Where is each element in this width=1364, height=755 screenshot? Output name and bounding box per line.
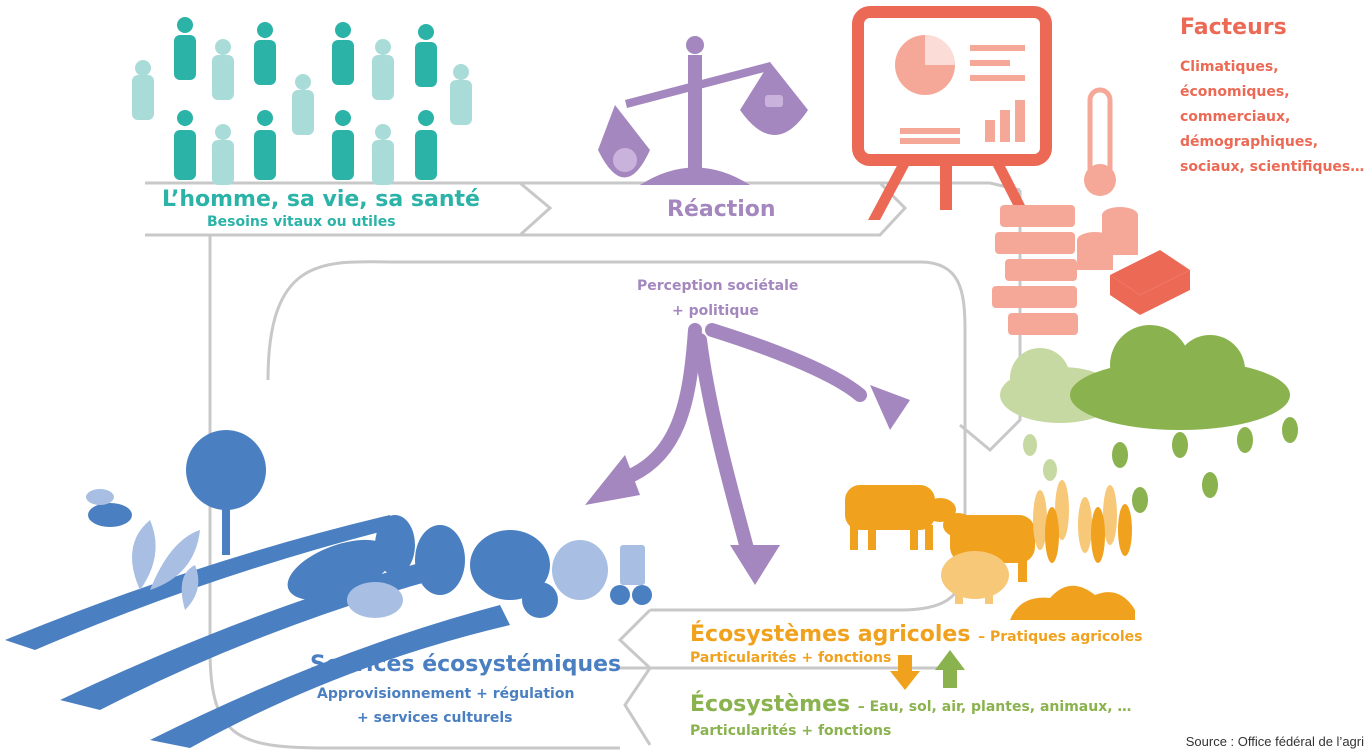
factors-list: Climatiques, économiques, commerciaux, d… xyxy=(1180,55,1364,180)
reaction-title: Réaction xyxy=(667,197,776,222)
bee-icon xyxy=(86,489,132,527)
coins-icon xyxy=(1077,207,1138,270)
balance-scale-icon xyxy=(598,36,808,185)
factor-item: Climatiques, xyxy=(1180,59,1279,75)
eco-heading: Écosystèmes – Eau, sol, air, plantes, an… xyxy=(690,692,1131,717)
reaction-line1: Perception sociétale xyxy=(637,278,799,294)
people-icon xyxy=(132,17,472,185)
plants-icon xyxy=(132,520,200,610)
cows-icon xyxy=(845,485,1035,582)
arrow-down-icon xyxy=(890,655,920,690)
arrow-heads xyxy=(585,385,910,585)
wheat-icon xyxy=(1010,480,1135,620)
factor-item: économiques, xyxy=(1180,84,1290,100)
agri-heading: Écosystèmes agricoles – Pratiques agrico… xyxy=(690,622,1143,647)
thermometer-icon xyxy=(1084,87,1116,196)
services-title: Services écosystémiques xyxy=(310,652,622,677)
reaction-line2: + politique xyxy=(672,303,759,319)
human-title: L’homme, sa vie, sa santé xyxy=(162,187,480,212)
arrow-up-icon xyxy=(935,650,965,688)
factor-item: commerciaux, xyxy=(1180,109,1291,125)
books-icon xyxy=(992,205,1078,335)
factors-title: Facteurs xyxy=(1180,15,1287,40)
agri-sub: Particularités + fonctions xyxy=(690,650,892,666)
factor-item: sociaux, scientifiques… xyxy=(1180,159,1364,175)
food-icon xyxy=(287,515,652,618)
factor-item: démographiques, xyxy=(1180,134,1319,150)
clouds-rain-icon xyxy=(1000,325,1298,513)
pig-icon xyxy=(941,551,1009,604)
agri-suffix: – Pratiques agricoles xyxy=(978,629,1143,645)
banknotes-icon xyxy=(1110,250,1190,315)
landscape-icon xyxy=(5,515,510,748)
reaction-arrows xyxy=(613,323,867,567)
eco-title: Écosystèmes xyxy=(690,692,851,717)
source-note: Source : Office fédéral de l’agri xyxy=(1185,734,1364,749)
tree-icon xyxy=(186,430,266,555)
services-line1: Approvisionnement + régulation xyxy=(317,686,575,702)
services-line2: + services culturels xyxy=(357,710,513,726)
presentation-board-icon xyxy=(852,6,1052,220)
agri-title: Écosystèmes agricoles xyxy=(690,622,971,647)
eco-sub: Particularités + fonctions xyxy=(690,723,892,739)
human-subtitle: Besoins vitaux ou utiles xyxy=(207,214,396,230)
eco-suffix: – Eau, sol, air, plantes, animaux, … xyxy=(857,699,1132,715)
